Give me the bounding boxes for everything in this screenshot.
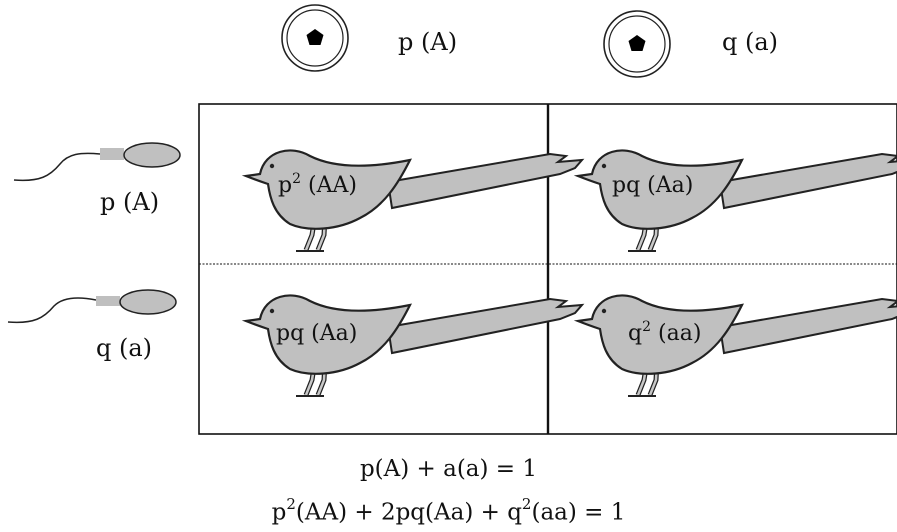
sperm-p-label: p (A) bbox=[100, 188, 159, 216]
cell-aa-rec-label: q2 (aa) bbox=[628, 319, 701, 346]
cell-aa-het2-label: pq (Aa) bbox=[276, 321, 357, 346]
cell-aa-label: p2 (AA) bbox=[278, 171, 357, 198]
cell-aa-het1-label: pq (Aa) bbox=[612, 173, 693, 198]
sperm-p-icon bbox=[13, 142, 181, 182]
sperm-q-icon bbox=[7, 289, 177, 324]
equation-allele-sum: p(A) + a(a) = 1 bbox=[359, 456, 538, 482]
sperm-q-label: q (a) bbox=[96, 334, 152, 362]
bird-aa-het1-icon bbox=[578, 150, 897, 251]
bird-aa-rec-icon bbox=[578, 295, 897, 396]
equation-hardy-weinberg: p2(AA) + 2pq(Aa) + q2(aa) = 1 bbox=[271, 495, 626, 526]
egg-q-label: q (a) bbox=[722, 28, 778, 56]
egg-p-icon bbox=[281, 4, 349, 72]
egg-p-label: p (A) bbox=[398, 28, 457, 56]
bird-aa-icon bbox=[246, 150, 582, 251]
egg-q-icon bbox=[603, 10, 671, 78]
